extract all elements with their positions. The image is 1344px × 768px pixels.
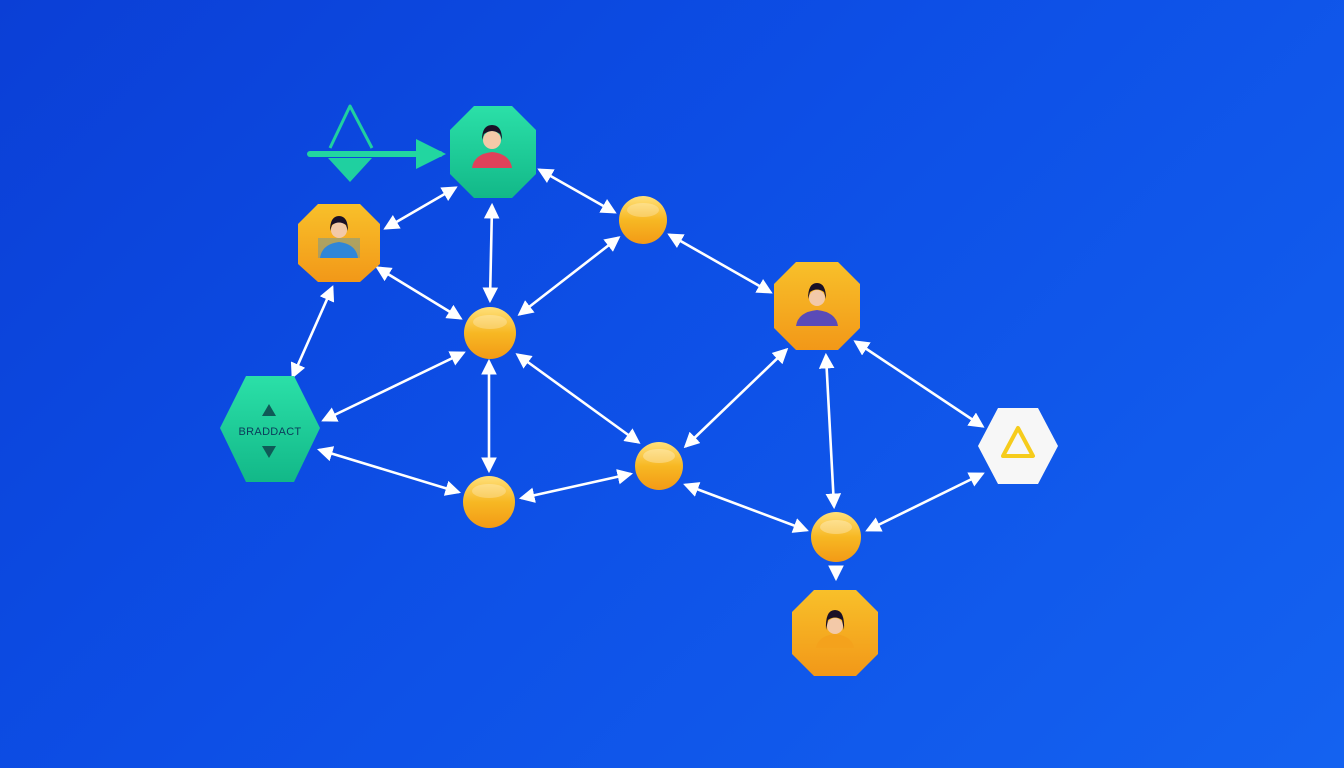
edge (683, 347, 789, 449)
hexagon-shape (978, 408, 1058, 484)
node-alert[interactable] (978, 408, 1058, 484)
triangle-down-icon (328, 158, 372, 182)
triangle-down-icon (262, 446, 276, 458)
user-avatar-icon (816, 610, 854, 648)
node-broadcast[interactable]: BRADDACT (220, 376, 320, 482)
hexagon-shape (220, 376, 320, 482)
triangle-up-icon (262, 404, 276, 416)
edge (290, 285, 335, 379)
edge (853, 340, 985, 428)
edge (537, 168, 617, 214)
user-avatar-icon (320, 216, 358, 258)
edge (818, 352, 842, 510)
node-user-right[interactable] (774, 262, 860, 350)
user-avatar-icon (472, 125, 512, 168)
node-user-bottom[interactable] (792, 590, 878, 676)
user-avatar-icon (796, 283, 838, 326)
coin-node[interactable] (811, 512, 861, 562)
edge (865, 472, 985, 532)
triangle-icon (1001, 426, 1035, 458)
coin-node[interactable] (635, 442, 683, 490)
edge (667, 233, 773, 294)
coin-node[interactable] (619, 196, 667, 244)
node-user-top[interactable] (450, 106, 536, 198)
edge (375, 266, 463, 320)
broadcast-label: BRADDACT (239, 426, 302, 438)
edge (515, 353, 641, 444)
edge (321, 351, 466, 422)
coin-node[interactable] (464, 307, 516, 359)
edge (482, 202, 500, 304)
triangle-icon (328, 104, 374, 149)
edge (517, 236, 621, 316)
edge (683, 482, 809, 533)
edge (518, 469, 634, 503)
node-user-left[interactable] (298, 204, 380, 282)
hexagon-shape (450, 106, 536, 198)
edges (290, 168, 985, 582)
edge (317, 446, 461, 496)
coin-node[interactable] (463, 476, 515, 528)
entry-arrow (307, 104, 446, 182)
edge (383, 186, 458, 230)
